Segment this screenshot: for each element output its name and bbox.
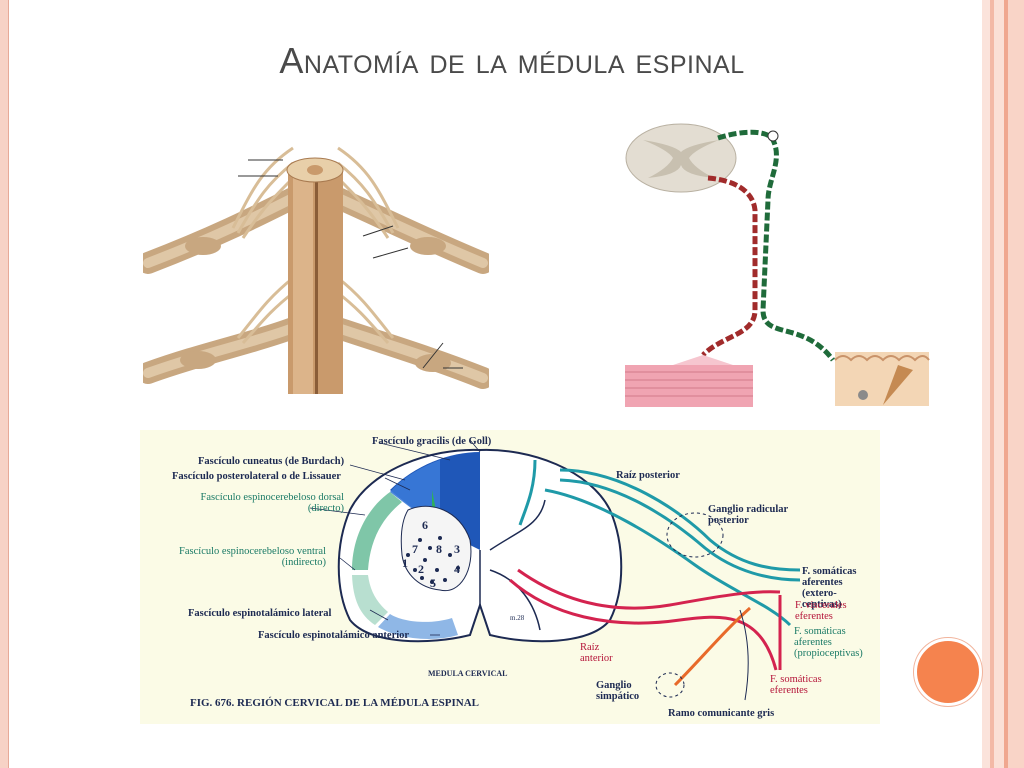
label-fasciculo-cuneatus: Fascículo cuneatus (de Burdach) [198,456,345,467]
label-somaticas-aferentes-propio: F. somáticas aferentes (propioceptivas) [794,626,863,659]
label-medula-cervical: MEDULA CERVICAL [428,669,508,678]
nucleus-number: 5 [430,576,436,590]
label-fasciculo-lissauer: Fascículo posterolateral o de Lissauer [172,471,341,482]
label-espinocerebeloso-ventral: Fascículo espinocerebeloso ventral (indi… [179,546,326,568]
label-raiz-anterior: Raíz anterior [580,642,613,664]
slide-frame-right [982,0,1024,768]
nucleus-number: 6 [422,518,428,532]
nucleus-number: 4 [454,562,460,576]
nucleus-number: 2 [418,562,424,576]
spinal-cord-roots-illustration [143,138,489,394]
figure-caption: FIG. 676. REGIÓN CERVICAL DE LA MÉDULA E… [190,697,480,709]
label-somaticas-eferentes: F. somáticas eferentes [770,674,822,696]
svg-text:m.28: m.28 [510,614,525,622]
label-viscerales-eferentes: F. viscerales eferentes [795,600,847,622]
label-ganglio-simpatico: Ganglio simpático [596,680,640,702]
cervical-section-drawing: m.28 [309,439,801,701]
label-ramo-comunicante: Ramo comunicante gris [668,708,775,719]
label-raiz-posterior: Raíz posterior [616,470,680,481]
label-espinotalamico-lateral: Fascículo espinotalámico lateral [188,608,332,619]
reflex-arc-illustration [623,120,931,410]
nucleus-number: 1 [402,556,408,570]
cervical-section-figure: m.28 Fascículo gracilis (de Goll) Fascíc… [140,430,880,724]
label-espinotalamico-anterior: Fascículo espinotalámico anterior [258,630,410,641]
slide-frame-left [0,0,9,768]
label-espinocerebeloso-dorsal: Fascículo espinocerebeloso dorsal (direc… [200,492,344,514]
accent-circle [914,638,982,706]
label-fasciculo-gracilis: Fascículo gracilis (de Goll) [372,436,492,447]
nucleus-number: 3 [454,542,460,556]
nucleus-number: 7 [412,542,418,556]
slide-title: Anatomía de la médula espinal [279,40,745,81]
label-somaticas-aferentes-extero: F. somáticas aferentes (extero- ceptivas… [802,566,857,610]
label-ganglio-radicular: Ganglio radicular posterior [708,504,789,526]
nucleus-number: 8 [436,542,442,556]
